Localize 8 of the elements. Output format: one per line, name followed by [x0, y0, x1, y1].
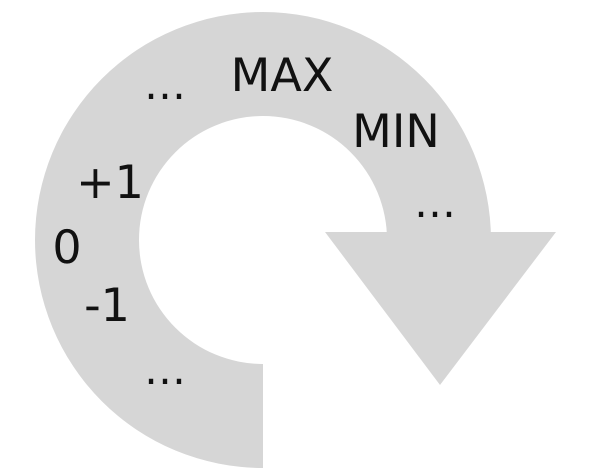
value-label: …: [414, 182, 456, 224]
value-label: 0: [52, 224, 82, 270]
value-label: +1: [76, 159, 144, 205]
value-label: …: [144, 64, 186, 106]
value-label: -1: [84, 282, 130, 328]
value-label: MAX: [230, 52, 334, 98]
value-label: MIN: [352, 108, 440, 154]
value-label: …: [144, 349, 186, 391]
